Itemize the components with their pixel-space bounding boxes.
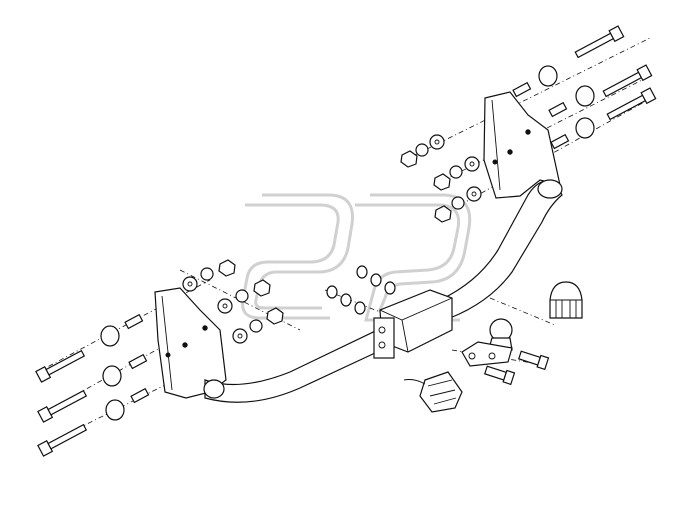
ball-mount-bolts (484, 350, 550, 386)
tow-ball (461, 318, 513, 367)
left-bolt-set (35, 313, 150, 457)
receiver-block (373, 289, 453, 359)
right-mounting-bracket (483, 91, 561, 199)
assembly-axis-lines (37, 37, 656, 446)
ball-cover-cap (549, 281, 583, 319)
tow-bar-main-tube (203, 179, 563, 403)
wiring-socket (403, 371, 463, 413)
left-nut-washer-set (182, 259, 284, 344)
right-nut-washer-set (400, 134, 482, 223)
right-bolt-set (512, 25, 657, 150)
centre-washer-set (326, 265, 396, 315)
